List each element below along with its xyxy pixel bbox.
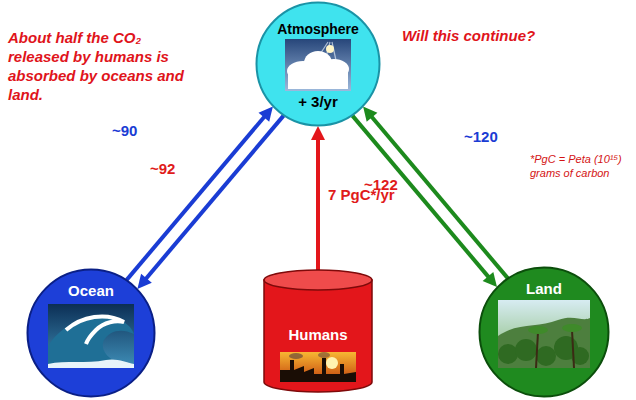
flux-label: ~120 xyxy=(464,128,498,146)
node-title: Land xyxy=(526,280,562,297)
question-text: Will this continue? xyxy=(402,26,535,45)
flux-arrow xyxy=(137,116,283,289)
flux-rate: + 3/yr xyxy=(298,93,338,110)
arrow-head xyxy=(311,126,325,140)
arrow-head xyxy=(483,272,497,287)
arrow-head xyxy=(137,274,151,289)
flux-line xyxy=(145,116,284,280)
flux-line xyxy=(127,116,266,280)
flux-arrow xyxy=(127,107,273,280)
note-text: About half the CO₂ released by humans is… xyxy=(8,28,198,104)
node-title: Ocean xyxy=(68,282,114,299)
node-title: Atmosphere xyxy=(277,21,359,37)
flux-arrow xyxy=(363,107,508,279)
flux-arrow xyxy=(311,126,325,270)
flux-label: ~122 xyxy=(364,176,398,194)
node-title: Humans xyxy=(288,326,347,343)
atmosphere-circle: Atmosphere + 3/yr xyxy=(255,1,381,127)
ocean-circle: Ocean xyxy=(26,268,156,398)
flux-label: ~92 xyxy=(150,160,175,178)
land-circle: Land xyxy=(478,266,610,398)
flux-label: ~90 xyxy=(112,122,137,140)
arrow-head xyxy=(363,107,377,122)
footnote-text: *PgC = Peta (10¹⁵) grams of carbon xyxy=(530,152,630,180)
humans-cylinder: Humans xyxy=(262,268,374,394)
arrow-head xyxy=(259,107,273,122)
flux-line xyxy=(316,138,320,270)
